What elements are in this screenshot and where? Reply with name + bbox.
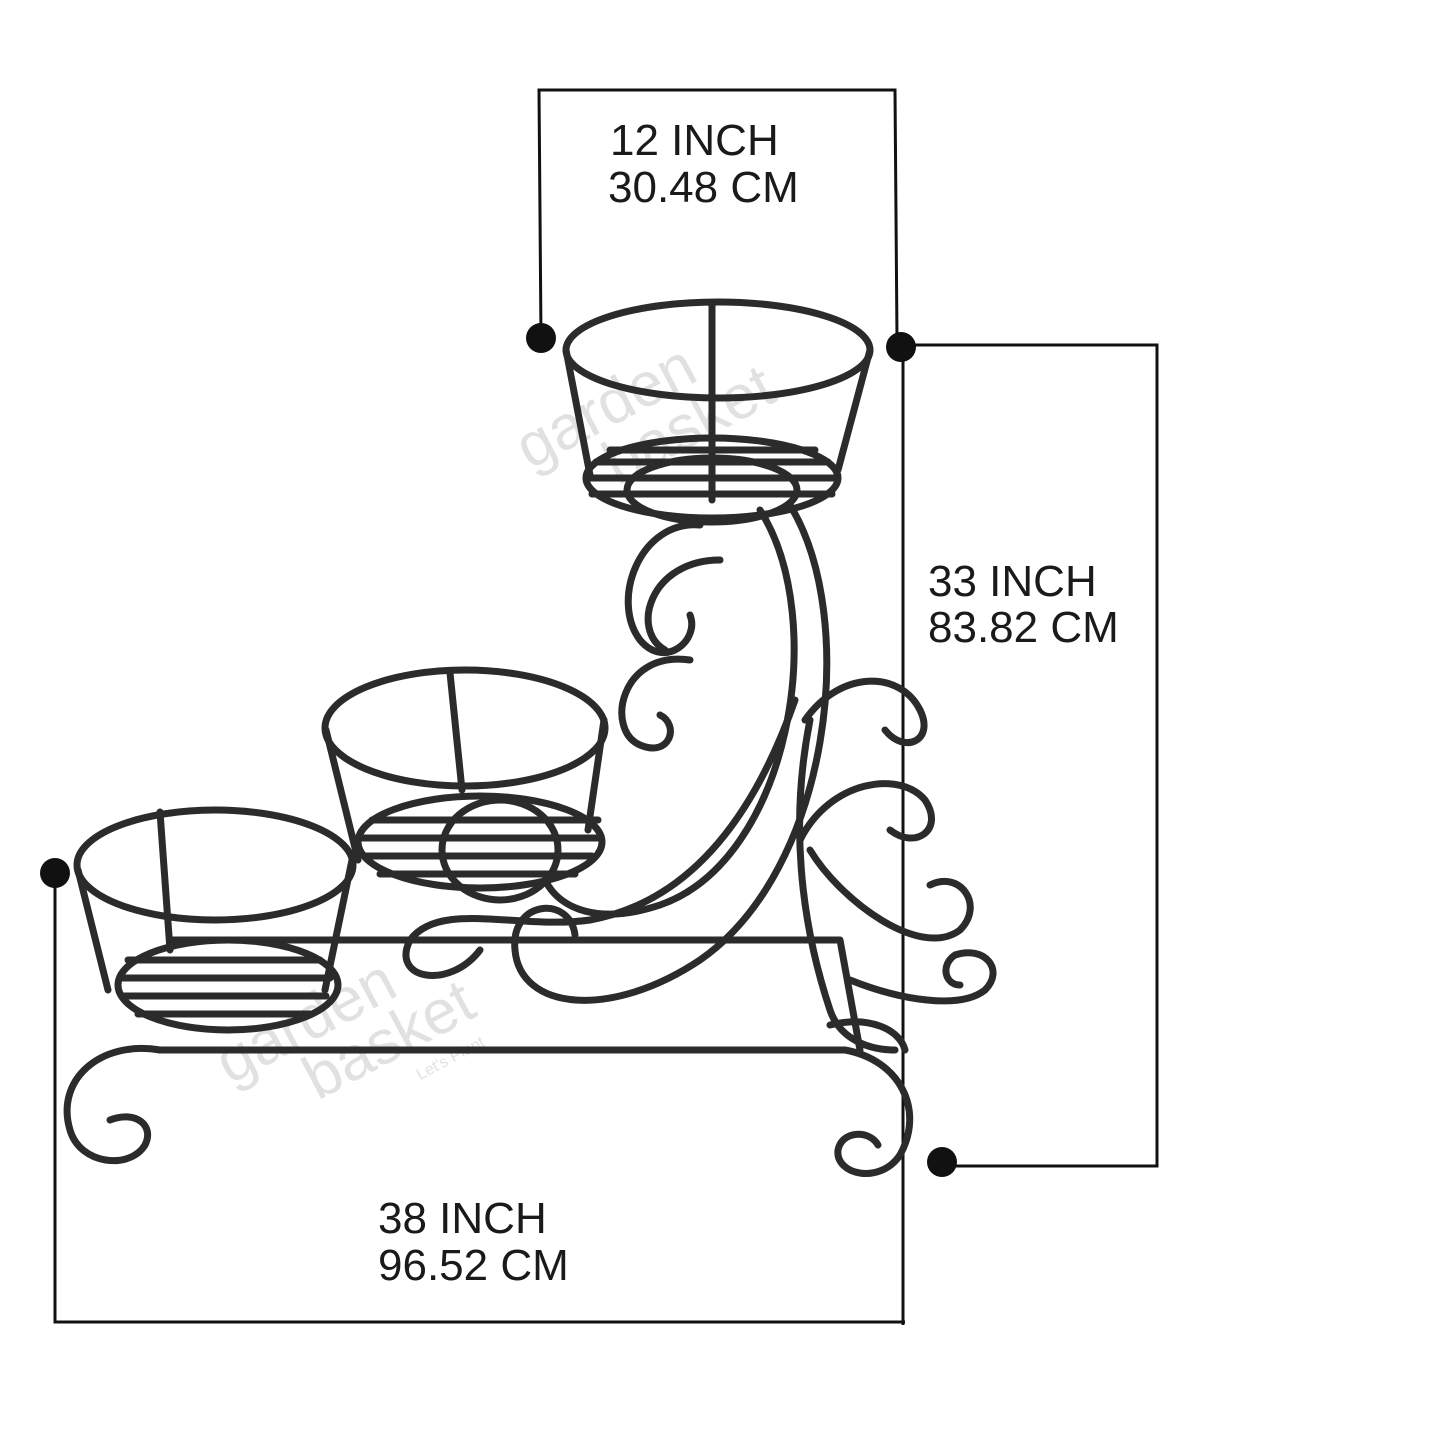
top-width-dimension: 12 INCH 30.48 CM: [526, 88, 916, 362]
top-right-marker-dot: [886, 332, 916, 362]
top-width-bracket: [537, 88, 899, 341]
left-marker-dot: [40, 858, 70, 888]
base-frame: [63, 936, 914, 1177]
top-basket: [562, 298, 874, 526]
height-cm-label: 83.82 CM: [928, 603, 1119, 652]
plant-stand-illustration: [63, 298, 997, 1177]
watermark-bottom: garden basket Let's Plant: [204, 946, 488, 1113]
base-width-bracket: [53, 870, 905, 1324]
spine-scrolls: [402, 501, 899, 1054]
middle-basket: [321, 666, 609, 904]
height-dimension: 33 INCH 83.82 CM: [901, 343, 1159, 1325]
top-width-inch-label: 12 INCH: [610, 116, 779, 165]
base-width-dimension: 38 INCH 96.52 CM: [40, 858, 905, 1324]
top-left-marker-dot: [526, 323, 556, 353]
base-width-inch-label: 38 INCH: [378, 1194, 547, 1243]
bottom-right-marker-dot: [927, 1147, 957, 1177]
top-width-cm-label: 30.48 CM: [608, 163, 799, 212]
height-inch-label: 33 INCH: [928, 557, 1097, 606]
height-bracket: [903, 343, 1159, 1168]
right-scrolls: [796, 677, 997, 1054]
base-width-cm-label: 96.52 CM: [378, 1241, 569, 1290]
bottom-basket: [73, 806, 357, 1034]
